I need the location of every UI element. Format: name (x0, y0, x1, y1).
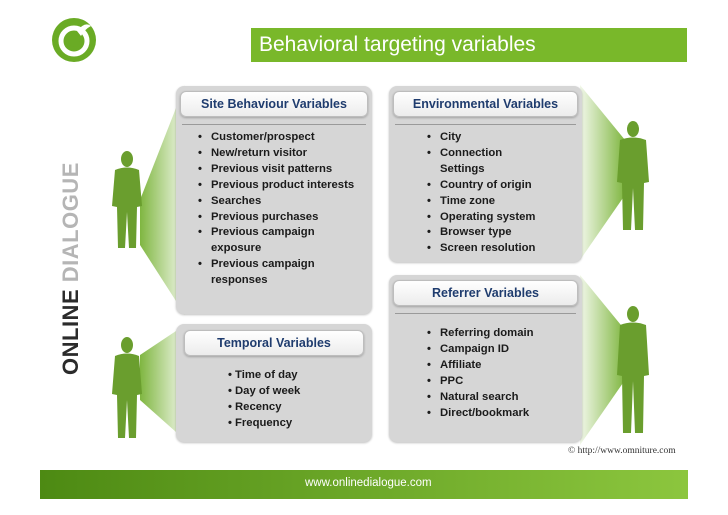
divider (395, 313, 576, 314)
temporal-variable-list: Time of day Day of week Recency Frequenc… (228, 368, 368, 432)
list-item: Previous visit patterns (198, 162, 366, 178)
list-item: New/return visitor (198, 146, 366, 162)
referrer-variable-list: Referring domain Campaign ID Affiliate P… (427, 326, 577, 421)
brand-word-dialogue: DIALOGUE (58, 162, 83, 283)
panel-site-behaviour: Site Behaviour Variables Customer/prospe… (176, 86, 372, 314)
divider (182, 124, 366, 125)
panel-heading: Site Behaviour Variables (180, 91, 368, 117)
list-item: Referring domain (427, 326, 577, 342)
source-credit: © http://www.omniture.com (568, 446, 676, 456)
list-item: Time of day (228, 368, 368, 384)
person-icon (617, 121, 649, 230)
list-item: Time zone (427, 194, 577, 210)
list-item: Frequency (228, 416, 368, 432)
person-icon (617, 306, 649, 433)
divider (395, 124, 576, 125)
list-item: Affiliate (427, 358, 577, 374)
footer-url[interactable]: www.onlinedialogue.com (305, 477, 432, 489)
list-item: Previous campaign responses (198, 257, 329, 289)
list-item: PPC (427, 374, 577, 390)
list-item: Customer/prospect (198, 130, 366, 146)
panel-environmental: Environmental Variables City Connection … (389, 86, 582, 262)
list-item: Previous product interests (198, 178, 366, 194)
page-title: Behavioral targeting variables (251, 28, 687, 62)
list-item: Natural search (427, 390, 577, 406)
brand-word-online: ONLINE (58, 288, 83, 375)
list-item: Campaign ID (427, 342, 577, 358)
beam-top-right (580, 85, 625, 260)
list-item: Recency (228, 400, 368, 416)
beam-top-left (140, 85, 185, 315)
list-item: Country of origin (427, 178, 577, 194)
beam-bottom-left (140, 325, 185, 440)
list-item: Browser type (427, 225, 577, 241)
list-item: Day of week (228, 384, 368, 400)
beam-bottom-right (580, 275, 625, 445)
logo-icon (52, 18, 96, 62)
list-item: City (427, 130, 577, 146)
person-icon (112, 337, 142, 438)
site-variable-list: Customer/prospect New/return visitor Pre… (198, 130, 366, 289)
brand-vertical-text: ONLINE DIALOGUE (58, 162, 84, 375)
person-icon (112, 151, 142, 248)
list-item: Previous purchases (198, 210, 366, 226)
environmental-variable-list: City Connection Settings Country of orig… (427, 130, 577, 257)
panel-temporal: Temporal Variables Time of day Day of we… (176, 324, 372, 442)
list-item: Screen resolution (427, 241, 577, 257)
panel-heading: Referrer Variables (393, 280, 578, 306)
list-item: Direct/bookmark (427, 406, 577, 422)
panel-heading: Environmental Variables (393, 91, 578, 117)
list-item: Connection Settings (427, 146, 510, 178)
panel-referrer: Referrer Variables Referring domain Camp… (389, 275, 582, 442)
list-item: Previous campaign exposure (198, 225, 329, 257)
panel-heading: Temporal Variables (184, 330, 364, 356)
list-item: Searches (198, 194, 366, 210)
footer-bar (40, 470, 688, 499)
list-item: Operating system (427, 210, 577, 226)
